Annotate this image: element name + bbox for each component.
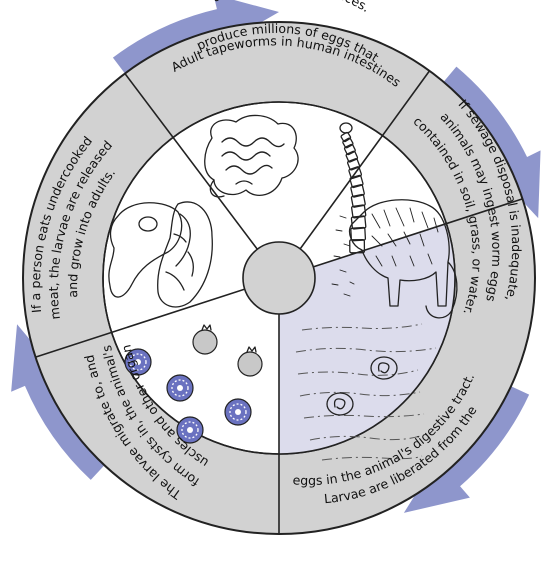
tapeworm-segment — [346, 158, 361, 171]
tapeworm-segment — [342, 137, 354, 149]
gut-lining-line — [321, 455, 423, 461]
meat-cuts — [165, 213, 194, 291]
segment-divider-1 — [278, 70, 431, 279]
gut-larvae-icon — [295, 323, 437, 461]
larva-curl-2 — [333, 398, 346, 410]
tapeworm-segment — [345, 150, 359, 163]
hatching-egg-1 — [370, 356, 398, 380]
intestines-icon — [204, 114, 299, 198]
cyst-core — [235, 409, 241, 415]
tapeworm-segment — [348, 166, 363, 180]
grey-cyst-head — [246, 346, 257, 353]
cysts-icon — [124, 324, 263, 444]
gut-lining-line — [303, 413, 425, 419]
inner-circle-outline — [102, 101, 456, 455]
center-hub — [242, 241, 316, 315]
segment-divider-2 — [278, 198, 523, 279]
gut-lining-line — [295, 347, 437, 353]
grey-cyst-head — [201, 324, 212, 331]
cow-shading — [371, 207, 439, 267]
meat-steak — [108, 202, 183, 298]
tapeworm-icon — [339, 122, 367, 254]
gut-lining-line — [301, 323, 423, 331]
cyst-ring — [129, 353, 147, 371]
gut-lining-line — [309, 435, 421, 441]
segment-divider-5 — [124, 73, 280, 279]
illustrations — [108, 114, 458, 461]
meat-bone — [138, 216, 158, 232]
meat-plate — [157, 201, 213, 308]
cyst-ring — [181, 421, 199, 439]
cycle-arrow-1 — [112, 0, 279, 74]
tapeworm-segment — [350, 215, 367, 230]
hatching-egg-2 — [326, 392, 354, 416]
cow-head — [425, 261, 458, 319]
cyst-core — [187, 427, 193, 433]
cyst-core — [177, 385, 183, 391]
tapeworm-segment — [349, 174, 364, 189]
larva-curl-1 — [377, 362, 390, 374]
tapeworm-segment — [350, 184, 365, 198]
tapeworm-segment — [350, 193, 366, 208]
cow-body — [348, 199, 450, 307]
tapeworm-segment — [343, 143, 356, 156]
cyst-ring — [229, 403, 247, 421]
cyst-core — [135, 359, 141, 365]
tapeworm-segment — [340, 131, 352, 143]
intestine-coils — [221, 137, 285, 185]
gut-lining-line — [297, 369, 419, 376]
meat-icon — [108, 201, 213, 308]
intestine-outline — [204, 114, 299, 196]
grey-cyst-1 — [192, 329, 218, 355]
grey-cyst-2 — [237, 351, 263, 377]
intestine-end — [209, 179, 225, 198]
cow-icon — [331, 199, 458, 319]
gut-lining-line — [299, 391, 421, 397]
cyst-ring — [171, 379, 189, 397]
outer-ring — [22, 21, 536, 535]
segment-divider-4 — [35, 277, 280, 358]
grass-strokes — [331, 215, 355, 297]
